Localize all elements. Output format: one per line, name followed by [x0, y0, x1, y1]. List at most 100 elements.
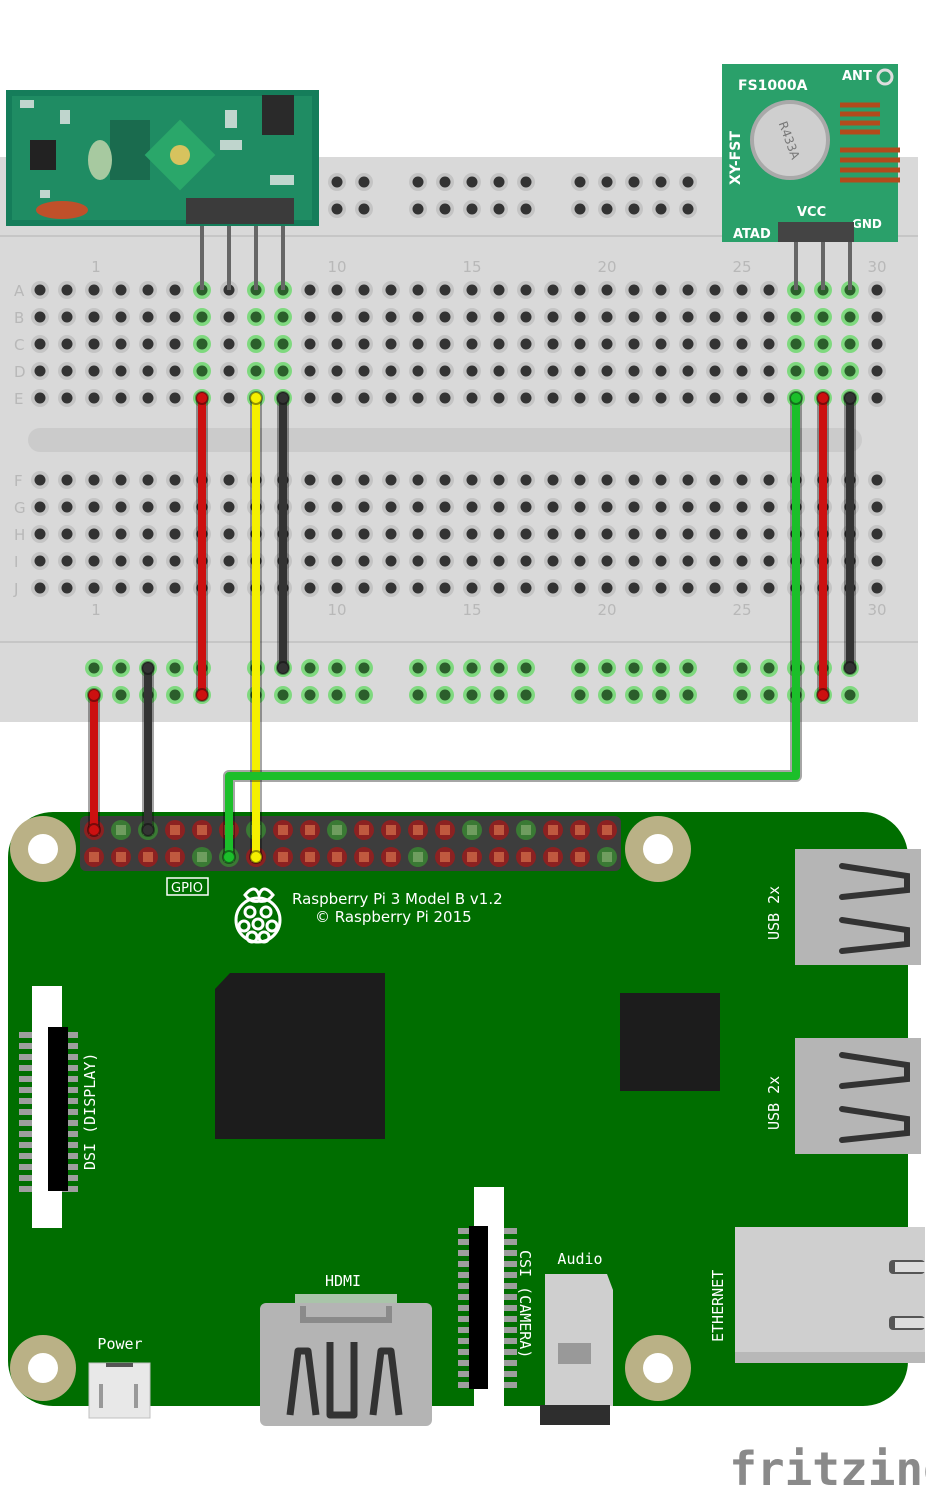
- row-label: G: [14, 499, 26, 517]
- breadboard-hole: [763, 392, 775, 404]
- breadboard-hole: [331, 501, 343, 513]
- breadboard-hole: [493, 203, 505, 215]
- gpio-pin-pad: [548, 825, 558, 835]
- breadboard-hole: [628, 474, 640, 486]
- breadboard-hole: [655, 689, 667, 701]
- column-labels-bottom: 1 10 15 20 25 30: [91, 601, 886, 619]
- breadboard-hole: [466, 555, 478, 567]
- breadboard-hole: [88, 582, 100, 594]
- breadboard-hole: [439, 338, 451, 350]
- breadboard-hole: [223, 501, 235, 513]
- breadboard-hole: [331, 582, 343, 594]
- breadboard-hole: [223, 392, 235, 404]
- breadboard-hole: [412, 689, 424, 701]
- breadboard-hole: [412, 555, 424, 567]
- breadboard-hole: [547, 474, 559, 486]
- breadboard-hole: [763, 365, 775, 377]
- breadboard-hole: [817, 338, 829, 350]
- row-label: C: [14, 336, 24, 354]
- breadboard-hole: [709, 311, 721, 323]
- breadboard-hole: [520, 528, 532, 540]
- breadboard-hole: [88, 284, 100, 296]
- breadboard-hole: [439, 582, 451, 594]
- gpio-pin-pad: [116, 825, 126, 835]
- breadboard-hole: [61, 392, 73, 404]
- breadboard-hole: [574, 176, 586, 188]
- breadboard-hole: [655, 501, 667, 513]
- row-label: A: [14, 282, 25, 300]
- breadboard-hole: [844, 311, 856, 323]
- breadboard-hole: [88, 392, 100, 404]
- csi-label: CSI (CAMERA): [516, 1250, 534, 1358]
- breadboard-hole: [763, 311, 775, 323]
- breadboard-hole: [385, 474, 397, 486]
- breadboard-hole: [169, 474, 181, 486]
- breadboard-hole: [358, 501, 370, 513]
- breadboard-hole: [493, 284, 505, 296]
- breadboard-hole: [574, 662, 586, 674]
- breadboard-hole: [196, 365, 208, 377]
- breadboard-hole: [34, 474, 46, 486]
- breadboard-hole: [601, 365, 613, 377]
- ethernet-label: ETHERNET: [709, 1270, 727, 1342]
- breadboard-hole: [790, 311, 802, 323]
- gpio-pin-pad: [467, 825, 477, 835]
- breadboard-hole: [34, 528, 46, 540]
- breadboard-hole: [763, 689, 775, 701]
- gpio-pin-pad: [494, 852, 504, 862]
- breadboard-hole: [277, 338, 289, 350]
- column-label: 30: [867, 601, 886, 619]
- breadboard-hole: [169, 689, 181, 701]
- breadboard-hole: [763, 501, 775, 513]
- breadboard-hole: [88, 662, 100, 674]
- row-label: I: [14, 553, 18, 571]
- column-label: 15: [462, 601, 481, 619]
- breadboard-hole: [682, 203, 694, 215]
- transmitter-title: FS1000A: [738, 78, 808, 94]
- breadboard-hole: [142, 582, 154, 594]
- breadboard-hole: [682, 689, 694, 701]
- breadboard-hole: [61, 582, 73, 594]
- breadboard-hole: [709, 528, 721, 540]
- breadboard-hole: [763, 528, 775, 540]
- breadboard-hole: [412, 474, 424, 486]
- breadboard-hole: [628, 689, 640, 701]
- breadboard-hole: [385, 555, 397, 567]
- breadboard-hole: [88, 338, 100, 350]
- wire-end: [195, 688, 209, 702]
- breadboard-hole: [520, 555, 532, 567]
- breadboard-hole: [412, 311, 424, 323]
- breadboard-hole: [304, 311, 316, 323]
- breadboard-hole: [385, 284, 397, 296]
- gpio-pin-pad: [278, 825, 288, 835]
- breadboard-hole: [763, 662, 775, 674]
- breadboard-hole: [601, 338, 613, 350]
- wire-end: [249, 850, 263, 864]
- breadboard-hole: [466, 284, 478, 296]
- breadboard-hole: [547, 284, 559, 296]
- hdmi-label: HDMI: [325, 1272, 361, 1290]
- wire-end: [141, 661, 155, 675]
- breadboard-hole: [493, 365, 505, 377]
- breadboard-hole: [574, 338, 586, 350]
- model-label: Raspberry Pi 3 Model B v1.2: [292, 890, 503, 908]
- breadboard-hole: [466, 392, 478, 404]
- breadboard-hole: [34, 365, 46, 377]
- breadboard-hole: [304, 662, 316, 674]
- row-label: E: [14, 390, 23, 408]
- breadboard-hole: [385, 311, 397, 323]
- breadboard-hole: [358, 689, 370, 701]
- breadboard-hole: [304, 555, 316, 567]
- breadboard-hole: [682, 582, 694, 594]
- breadboard-hole: [358, 365, 370, 377]
- breadboard-hole: [169, 338, 181, 350]
- breadboard-hole: [439, 555, 451, 567]
- breadboard-hole: [655, 365, 667, 377]
- breadboard-hole: [628, 284, 640, 296]
- breadboard-hole: [466, 501, 478, 513]
- breadboard-hole: [331, 662, 343, 674]
- power-label: Power: [97, 1335, 142, 1353]
- gpio-pin-pad: [467, 852, 477, 862]
- breadboard-hole: [331, 176, 343, 188]
- breadboard-hole: [682, 501, 694, 513]
